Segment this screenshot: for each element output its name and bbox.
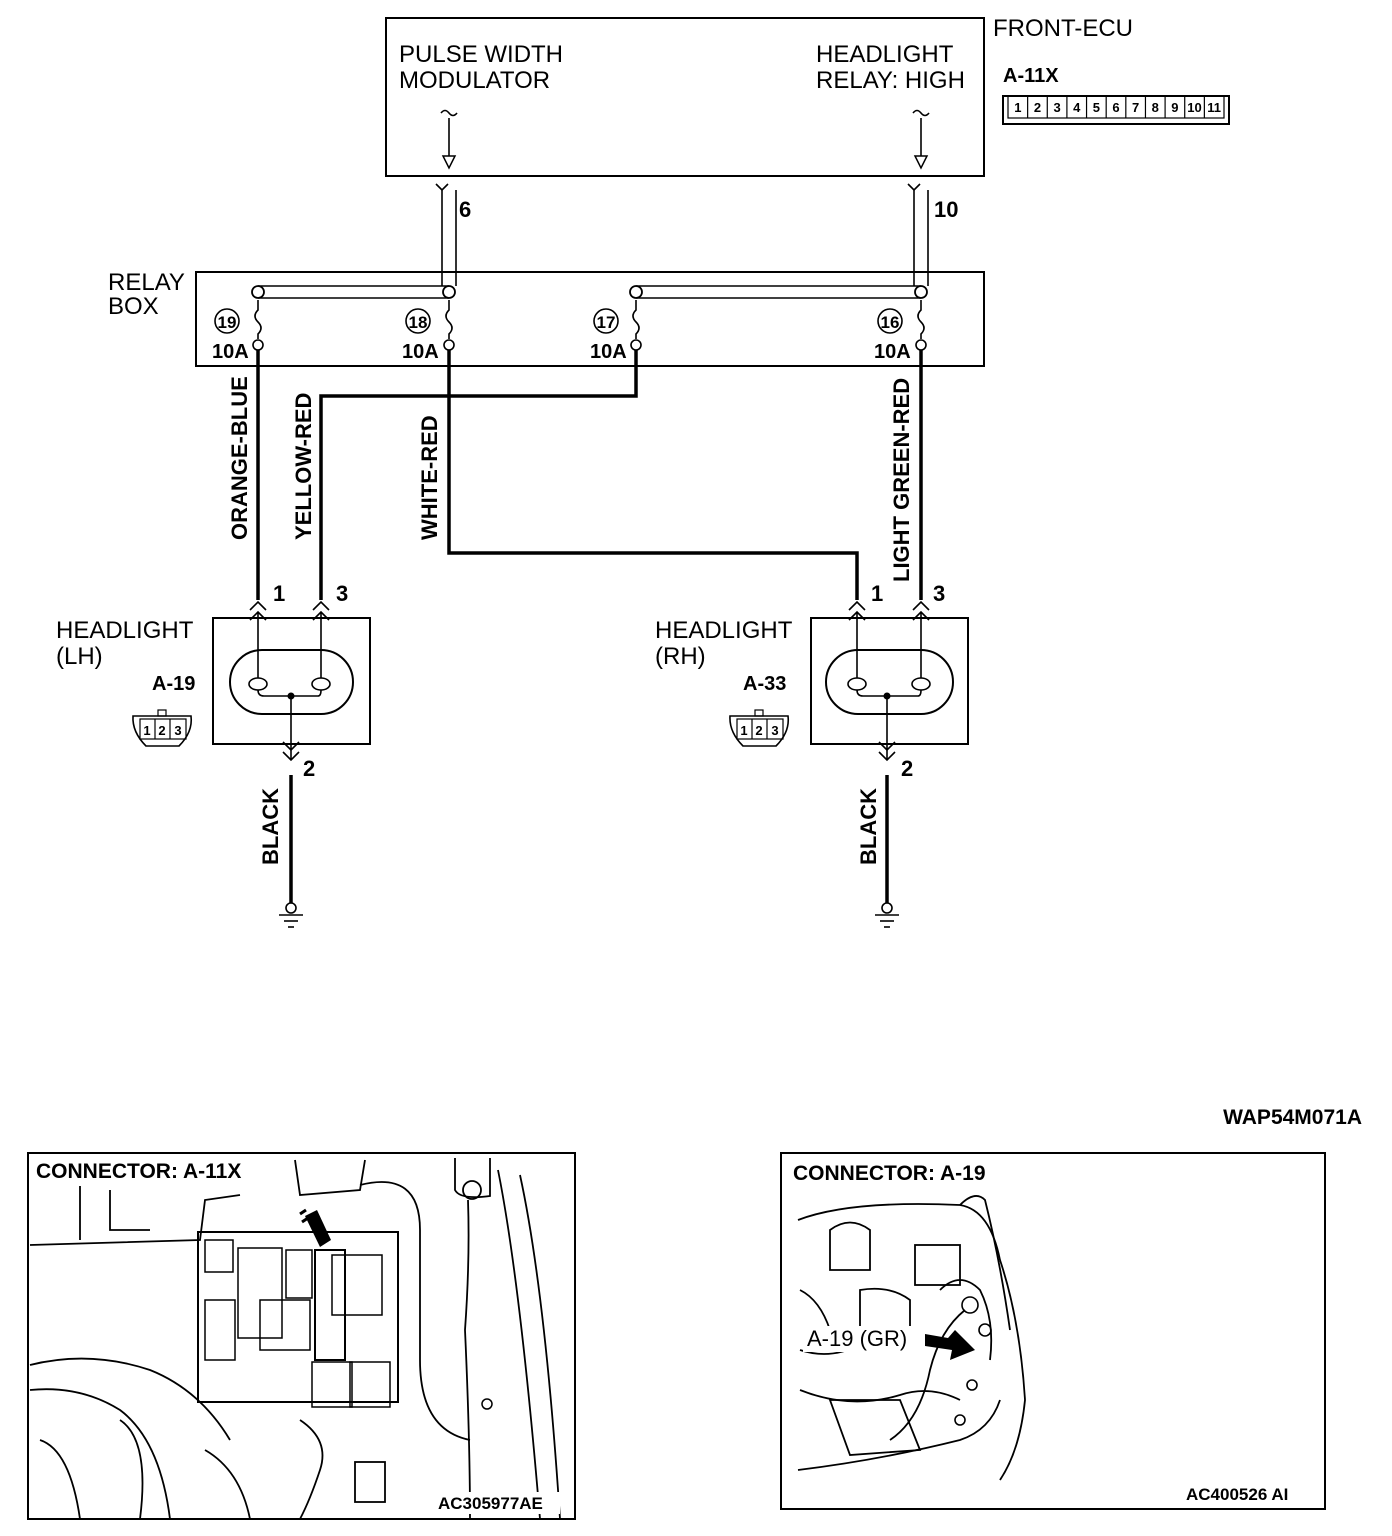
photo-right-callout: A-19 (GR) bbox=[807, 1326, 907, 1351]
wire-yellow-red bbox=[319, 350, 638, 600]
headlight-lh-pin-1: 1 bbox=[273, 581, 285, 606]
a-33-face-pin-2: 2 bbox=[755, 723, 762, 738]
engine-bay-relay-box-illustration bbox=[29, 1158, 561, 1520]
fuse-18-number: 18 bbox=[409, 313, 428, 332]
front-ecu-connector-label: A-11X bbox=[1003, 65, 1059, 87]
front-ecu-box bbox=[385, 17, 985, 177]
fuse-17-rating: 10A bbox=[590, 341, 627, 363]
wire-white-red bbox=[447, 350, 859, 600]
relay-high-label-1: HEADLIGHT bbox=[816, 41, 954, 68]
photo-right-title: CONNECTOR: A-19 bbox=[793, 1162, 986, 1185]
fuse-19-icon bbox=[252, 300, 264, 351]
a-33-face-pin-1: 1 bbox=[740, 723, 747, 738]
headlight-rh-pin-3: 3 bbox=[933, 581, 945, 606]
relay-high-label-2: RELAY: HIGH bbox=[816, 67, 965, 94]
photo-right-frame bbox=[780, 1152, 1326, 1510]
headlight-rh: HEADLIGHT (RH) A-33 1 3 2 1 2 3 bbox=[655, 581, 969, 928]
fuse-16-icon bbox=[915, 300, 927, 351]
pwm-label-1: PULSE WIDTH bbox=[399, 41, 563, 68]
relay-box-outline bbox=[195, 271, 985, 367]
a-11x-pin-7: 7 bbox=[1132, 100, 1139, 115]
photo-left-title: CONNECTOR: A-11X bbox=[36, 1160, 241, 1183]
headlight-rh-connector: A-33 bbox=[743, 673, 786, 695]
headlight-lh-label-1: HEADLIGHT bbox=[56, 617, 194, 644]
fuse-19-number: 19 bbox=[218, 313, 237, 332]
fuse-18-icon bbox=[443, 300, 455, 351]
headlight-lh-pin-3: 3 bbox=[336, 581, 348, 606]
a-33-connector-face-icon: 1 2 3 bbox=[729, 709, 790, 747]
relay-box-label-1: RELAY bbox=[108, 269, 185, 296]
a-11x-pin-11: 11 bbox=[1207, 100, 1221, 115]
ecu-output-wires bbox=[435, 183, 929, 286]
engine-bay-headlight-illustration bbox=[797, 1195, 1026, 1481]
ecu-pin-6: 6 bbox=[459, 197, 471, 222]
label-black-rh: BLACK bbox=[856, 788, 881, 865]
label-black-lh: BLACK bbox=[258, 788, 283, 865]
headlight-lh: HEADLIGHT (LH) A-19 1 3 2 1 2 3 bbox=[56, 581, 371, 928]
location-arrow-icon bbox=[299, 1208, 331, 1247]
headlight-lh-pin-2: 2 bbox=[303, 756, 315, 781]
headlight-lh-connector: A-19 bbox=[152, 673, 195, 695]
ground-lh-icon bbox=[279, 902, 303, 928]
pwm-label-2: MODULATOR bbox=[399, 67, 550, 94]
headlight-rh-pin-1: 1 bbox=[871, 581, 883, 606]
a-11x-pin-8: 8 bbox=[1152, 100, 1159, 115]
a-33-face-pin-3: 3 bbox=[771, 723, 778, 738]
relay-box: RELAY BOX 19 10A 18 bbox=[108, 269, 985, 367]
photo-connector-a-19: CONNECTOR: A-19 A-19 (GR) AC400526 AI bbox=[780, 1152, 1326, 1510]
pwm-signal-arrow-icon bbox=[440, 109, 458, 170]
a-19-face-pin-3: 3 bbox=[174, 723, 181, 738]
photo-connector-a-11x: CONNECTOR: A-11X AC305977AE bbox=[27, 1152, 576, 1520]
fuse-18-rating: 10A bbox=[402, 341, 439, 363]
relay-box-label-2: BOX bbox=[108, 293, 159, 320]
a-19-connector-face-icon: 1 2 3 bbox=[132, 709, 193, 747]
label-orange-blue: ORANGE-BLUE bbox=[227, 376, 252, 540]
relay-signal-arrow-icon bbox=[912, 109, 930, 170]
ground-rh-icon bbox=[875, 902, 899, 928]
fuse-16-number: 16 bbox=[881, 313, 900, 332]
fuse-16-rating: 10A bbox=[874, 341, 911, 363]
headlight-rh-box bbox=[810, 617, 969, 745]
callout-arrow-icon bbox=[925, 1330, 975, 1360]
fuse-17-icon bbox=[630, 300, 642, 351]
headlight-lh-label-2: (LH) bbox=[56, 643, 103, 670]
a-11x-pin-9: 9 bbox=[1171, 100, 1178, 115]
label-light-green-red: LIGHT GREEN-RED bbox=[889, 378, 914, 582]
headlight-rh-pin-2: 2 bbox=[901, 756, 913, 781]
fuse-17-number: 17 bbox=[597, 313, 616, 332]
a-19-face-pin-2: 2 bbox=[158, 723, 165, 738]
a-11x-pin-1: 1 bbox=[1014, 100, 1021, 115]
figure-code: WAP54M071A bbox=[1223, 1106, 1362, 1129]
a-19-face-pin-1: 1 bbox=[143, 723, 150, 738]
front-ecu: FRONT-ECU A-11X PULSE WIDTH MODULATOR HE… bbox=[385, 15, 1133, 177]
a-11x-pin-5: 5 bbox=[1093, 100, 1100, 115]
a-11x-pin-3: 3 bbox=[1053, 100, 1060, 115]
bulb-rh-icon bbox=[825, 649, 954, 715]
photo-left-frame bbox=[27, 1152, 576, 1520]
a-11x-pin-4: 4 bbox=[1073, 100, 1081, 115]
headlight-rh-label-1: HEADLIGHT bbox=[655, 617, 793, 644]
photo-left-code: AC305977AE bbox=[438, 1494, 543, 1513]
harness-wires bbox=[256, 350, 923, 905]
label-yellow-red: YELLOW-RED bbox=[291, 393, 316, 540]
headlight-rh-label-2: (RH) bbox=[655, 643, 706, 670]
a-11x-pin-10: 10 bbox=[1187, 100, 1201, 115]
fuse-19-rating: 10A bbox=[212, 341, 249, 363]
ecu-pin-10: 10 bbox=[934, 197, 958, 222]
a-11x-pin-6: 6 bbox=[1112, 100, 1119, 115]
label-white-red: WHITE-RED bbox=[417, 415, 442, 540]
front-ecu-label: FRONT-ECU bbox=[993, 15, 1133, 42]
photo-right-code: AC400526 AI bbox=[1186, 1485, 1288, 1504]
a-11x-pin-2: 2 bbox=[1034, 100, 1041, 115]
